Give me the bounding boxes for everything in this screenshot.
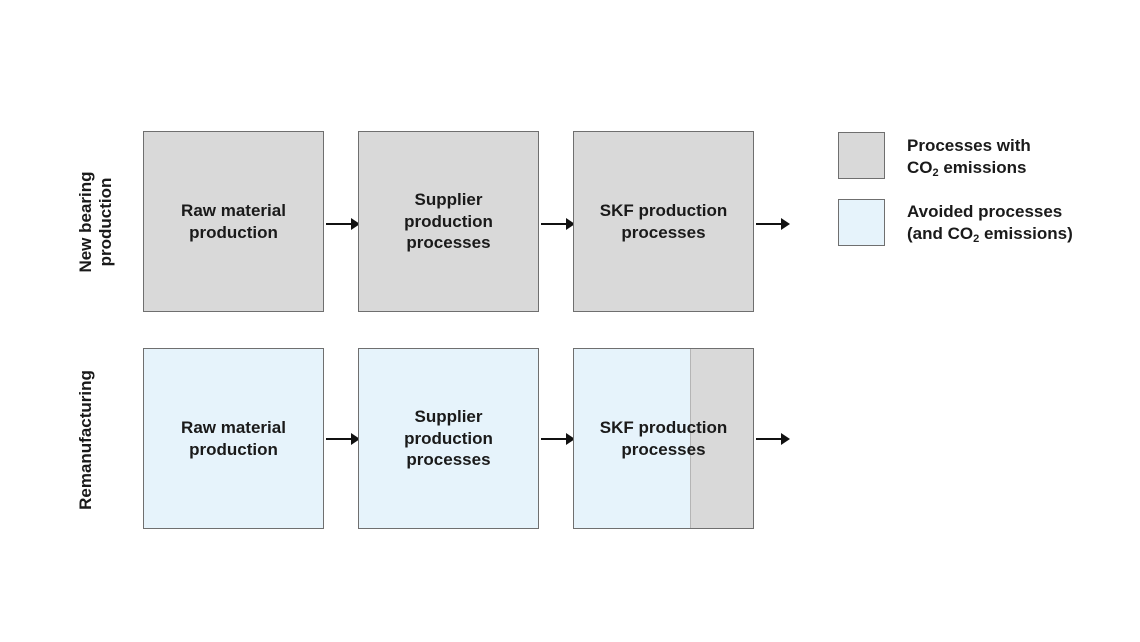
- legend-label-avoided: Avoided processes (and CO2 emissions): [907, 201, 1073, 244]
- box-raw-material-production-reman: Raw material production: [143, 348, 324, 529]
- box-text-line: production: [189, 222, 278, 242]
- subscript: 2: [973, 232, 980, 245]
- legend-label-emissions: Processes with CO2 emissions: [907, 135, 1031, 178]
- box-text-line: processes: [621, 222, 706, 242]
- legend-line: Avoided processes: [907, 202, 1063, 221]
- legend-line: Processes with: [907, 136, 1031, 155]
- flow-arrow: [756, 433, 790, 445]
- row-label-line: Remanufacturing: [76, 370, 95, 510]
- box-supplier-production-processes-new: Supplier production processes: [358, 131, 539, 312]
- box-text: Supplier production processes: [396, 406, 501, 471]
- emissions-portion: [690, 349, 753, 528]
- box-text-line: production: [189, 439, 278, 459]
- box-text-line: Supplier: [414, 190, 483, 210]
- box-text-line: processes: [406, 450, 491, 470]
- box-text: SKF production processes: [592, 200, 735, 243]
- legend-line: CO2 emissions: [907, 157, 1031, 179]
- box-text: SKF production processes: [592, 417, 735, 460]
- row-label-line: New bearing: [76, 171, 95, 273]
- box-text: Raw material production: [173, 200, 294, 243]
- legend-text-part: CO: [907, 157, 933, 177]
- flow-arrow: [326, 218, 360, 230]
- legend-line: (and CO2 emissions): [907, 223, 1073, 245]
- box-skf-production-processes-new: SKF production processes: [573, 131, 754, 312]
- flow-arrow: [541, 218, 575, 230]
- box-text-line: Raw material: [181, 201, 286, 220]
- box-text-line: SKF production: [599, 201, 728, 220]
- box-text-line: processes: [621, 439, 706, 459]
- row-label-line: production: [96, 177, 115, 267]
- legend-swatch-emissions: [838, 132, 885, 179]
- box-text-line: Raw material: [181, 418, 286, 437]
- box-text-line: production: [404, 428, 493, 448]
- row-label-new-bearing-production: New bearing production: [76, 163, 116, 281]
- legend-text-part: emissions): [979, 223, 1073, 243]
- legend-text-part: (and CO: [907, 223, 974, 243]
- box-raw-material-production-new: Raw material production: [143, 131, 324, 312]
- row-label-remanufacturing: Remanufacturing: [76, 362, 96, 518]
- box-text-line: Supplier: [414, 407, 483, 427]
- box-text-line: processes: [406, 233, 491, 253]
- box-text-line: SKF production: [599, 418, 728, 437]
- flow-arrow: [541, 433, 575, 445]
- subscript: 2: [932, 166, 939, 179]
- legend-swatch-avoided: [838, 199, 885, 246]
- box-skf-production-processes-reman: SKF production processes: [573, 348, 754, 529]
- legend-text-part: emissions: [938, 157, 1027, 177]
- flow-arrow: [326, 433, 360, 445]
- box-text-line: production: [404, 211, 493, 231]
- box-supplier-production-processes-reman: Supplier production processes: [358, 348, 539, 529]
- box-text: Supplier production processes: [396, 189, 501, 254]
- flow-arrow: [756, 218, 790, 230]
- box-text: Raw material production: [173, 417, 294, 460]
